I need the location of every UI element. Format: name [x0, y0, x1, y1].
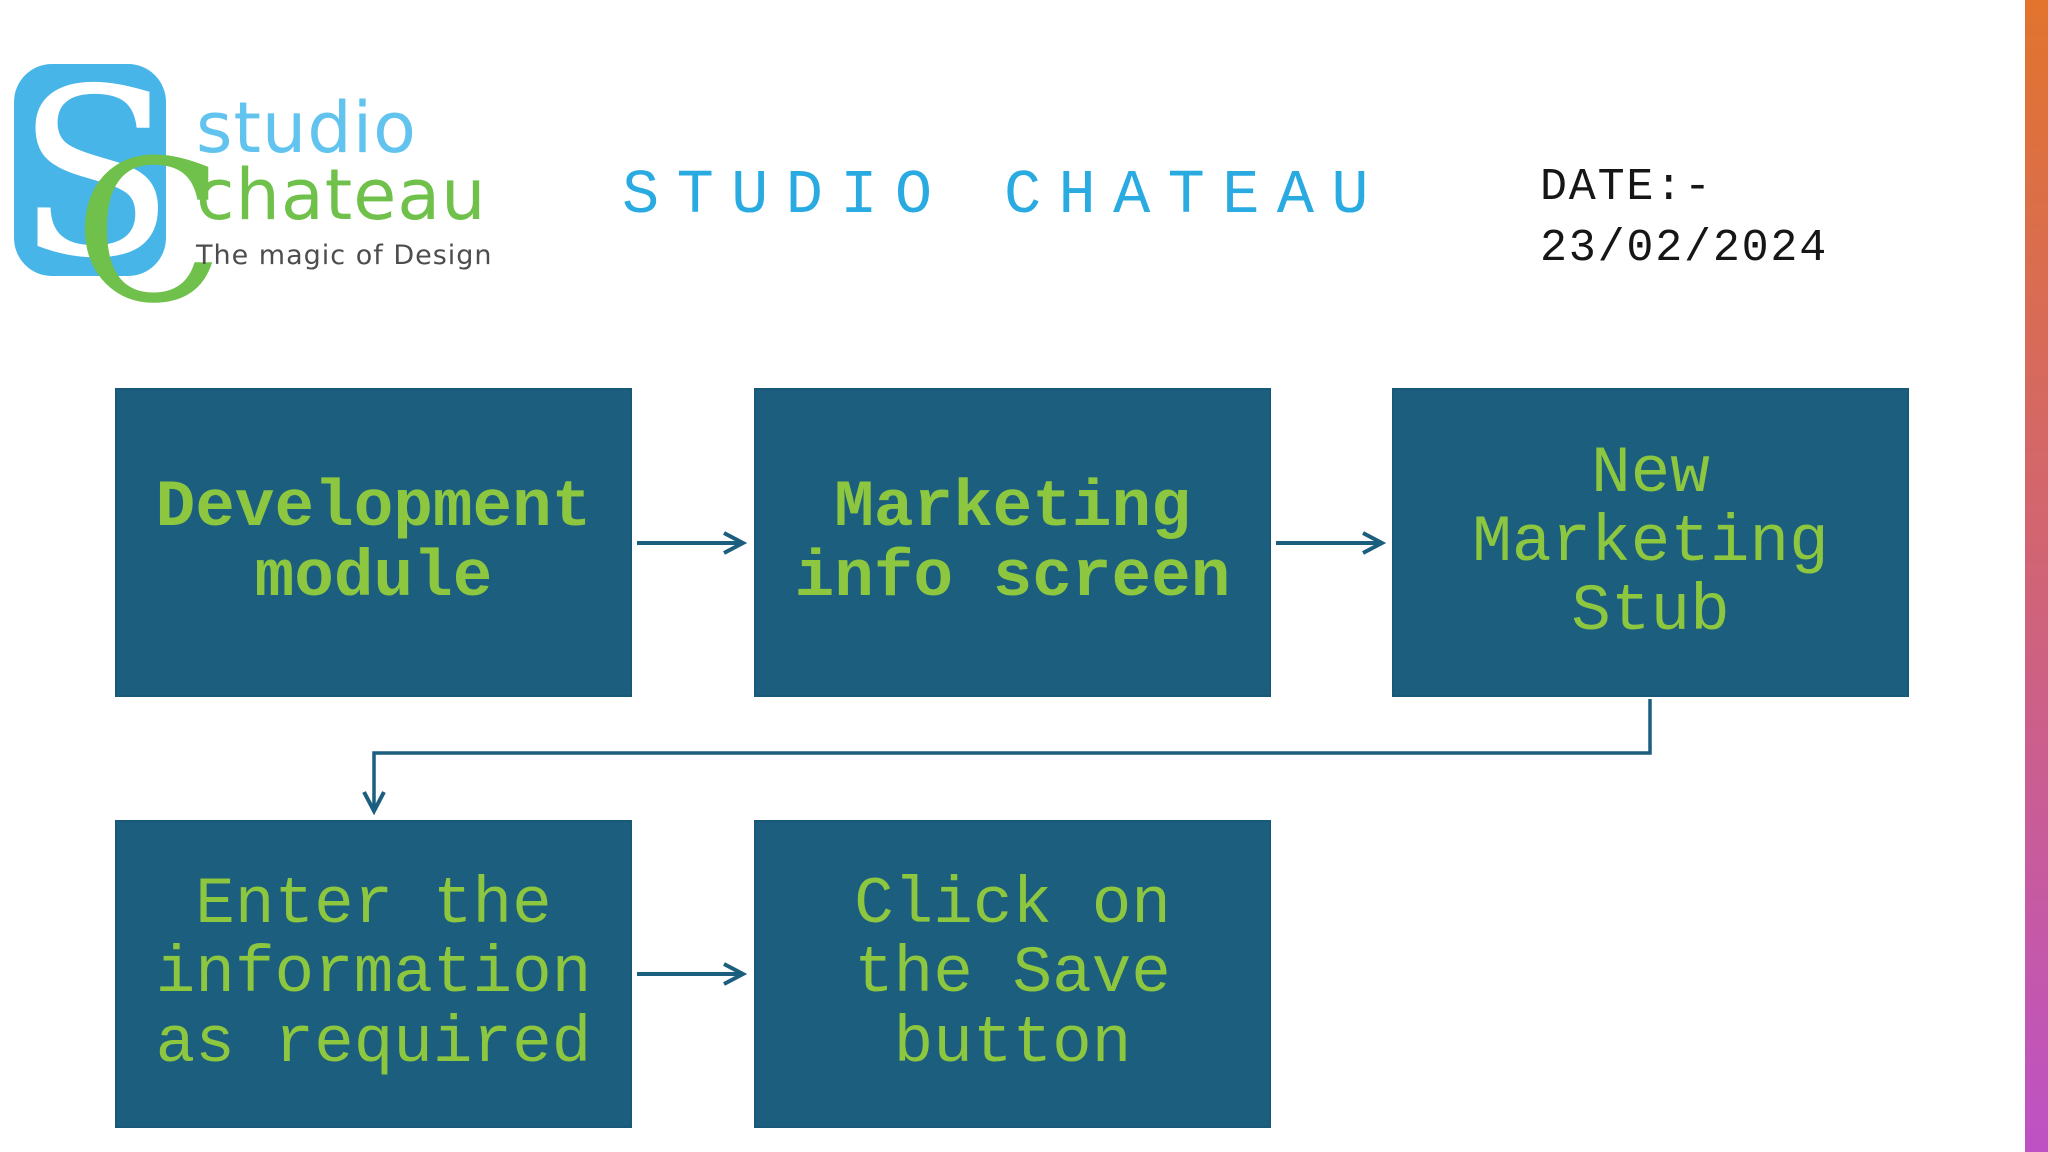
studio-chateau-monogram-icon: S C: [12, 39, 224, 347]
arrow-stub-to-enter-info: [374, 699, 1652, 810]
logo-letter-c: C: [74, 119, 224, 347]
date-label: DATE:-: [1540, 162, 1713, 213]
logo-word-chateau: chateau: [196, 154, 487, 237]
logo-wordmark: studio chateau The magic of Design: [196, 58, 493, 271]
flow-node-marketing-info-screen: Marketing info screen: [754, 388, 1271, 697]
studio-chateau-logo: S C studio chateau The magic of Design: [12, 39, 493, 347]
date-block: DATE:- 23/02/2024: [1540, 158, 1828, 280]
flow-node-new-marketing-stub: New Marketing Stub: [1392, 388, 1909, 697]
logo-tagline: The magic of Design: [196, 239, 493, 271]
logo-word-studio: studio: [196, 87, 417, 169]
edge-gradient-strip: [2025, 0, 2048, 1152]
logo-letter-s: S: [16, 39, 175, 309]
slide-title: STUDIO CHATEAU: [622, 160, 1386, 231]
date-value: 23/02/2024: [1540, 222, 1829, 274]
flow-node-click-save-button: Click on the Save button: [754, 820, 1271, 1128]
flow-node-enter-information: Enter the information as required: [115, 820, 632, 1128]
logo-square: [14, 64, 166, 276]
flow-node-development-module: Development module: [115, 388, 632, 697]
